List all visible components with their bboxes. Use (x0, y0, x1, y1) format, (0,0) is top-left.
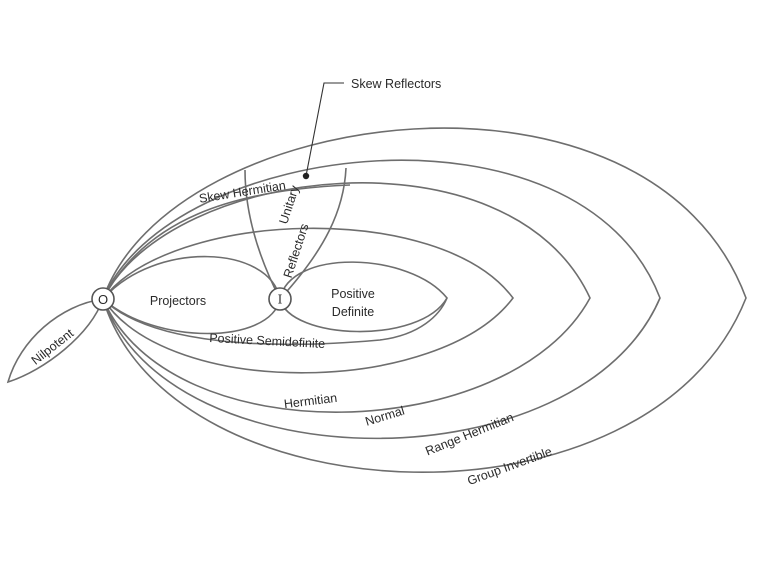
hermitian-region (102, 227, 515, 374)
positive-semidefinite-label: Positive Semidefinite (209, 331, 326, 351)
nilpotent-label: Nilpotent (29, 326, 77, 368)
skew-reflectors-label: Skew Reflectors (351, 77, 441, 91)
range-hermitian-region (102, 159, 661, 440)
group-invertible-label: Group Invertible (465, 444, 553, 488)
unitary-right-boundary (279, 167, 347, 300)
reflectors-label: Reflectors (281, 222, 312, 280)
hermitian-label: Hermitian (283, 391, 338, 411)
normal-region (102, 182, 591, 413)
zero-node: O (91, 287, 115, 311)
skew-hermitian-label: Skew Hermitian (198, 178, 287, 206)
positive-definite-label-line1: Positive (331, 287, 375, 301)
unitary-left-boundary (244, 169, 281, 300)
identity-node: I (268, 287, 292, 311)
zero-node-label: O (98, 292, 108, 307)
skew-reflectors-pointer (305, 82, 344, 177)
nilpotent-region (6, 298, 105, 384)
normal-label: Normal (364, 404, 407, 429)
positive-definite-label-line2: Definite (332, 305, 374, 319)
projectors-label: Projectors (150, 294, 206, 308)
skew-reflectors-dot (302, 172, 310, 180)
identity-node-label: I (278, 293, 283, 307)
group-invertible-region (102, 127, 747, 473)
positive-semidefinite-arc (102, 297, 448, 346)
skew-hermitian-inner-arc (102, 184, 351, 300)
